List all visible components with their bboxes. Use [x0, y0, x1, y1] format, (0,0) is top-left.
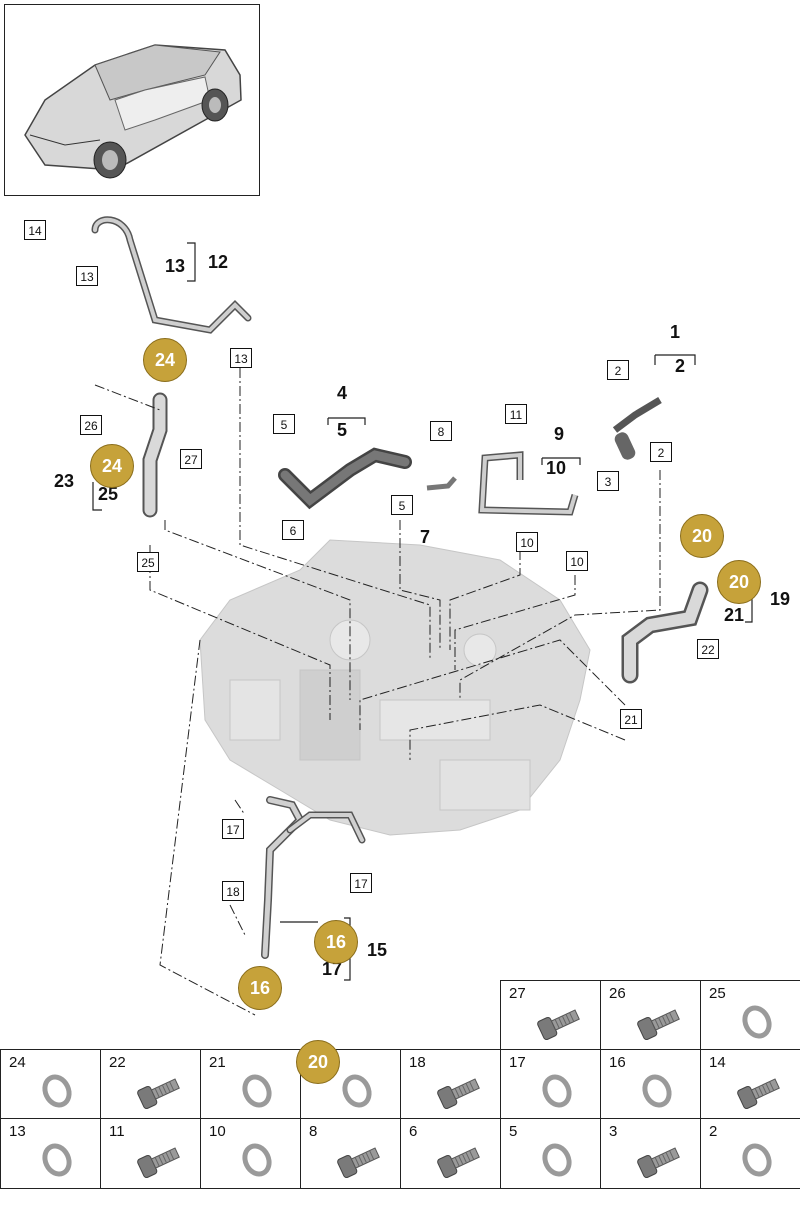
- highlight-badge: 16: [238, 966, 282, 1010]
- part-number: 17: [509, 1054, 526, 1071]
- part-cell: 21: [200, 1049, 301, 1120]
- part-number: 8: [309, 1123, 318, 1140]
- assembly-label: 25: [98, 484, 119, 504]
- callout-box: 3: [597, 471, 619, 491]
- part-number: 13: [9, 1123, 26, 1140]
- callout-box: 2: [650, 442, 672, 462]
- callout-box: 8: [430, 421, 452, 441]
- part-cell: 25: [700, 980, 800, 1051]
- highlight-badge: 20: [717, 560, 761, 604]
- o-ring-icon: [737, 1000, 777, 1044]
- part-number: 21: [209, 1054, 226, 1071]
- part-cell: 2: [700, 1118, 800, 1189]
- assembly-label: 2: [675, 356, 686, 376]
- assembly-label: 13: [165, 256, 186, 276]
- assembly-label: 9: [554, 424, 565, 444]
- part-number: 18: [409, 1054, 426, 1071]
- callout-box: 17: [350, 873, 372, 893]
- callout-box: 25: [137, 552, 159, 572]
- o-ring-icon: [337, 1069, 377, 1113]
- highlight-badge: 20: [680, 514, 724, 558]
- part-cell: 10: [200, 1118, 301, 1189]
- callout-box: 13: [76, 266, 98, 286]
- part-cell: 16: [600, 1049, 701, 1120]
- part-number: 26: [609, 985, 626, 1002]
- part-cell: 3: [600, 1118, 701, 1189]
- assembly-label: 23: [54, 471, 75, 491]
- engine-block-icon: [199, 539, 591, 836]
- o-ring-icon: [37, 1138, 77, 1182]
- assembly-label: 12: [208, 252, 229, 272]
- callout-box: 2: [607, 360, 629, 380]
- callout-box: 5: [391, 495, 413, 515]
- part-number: 25: [709, 985, 726, 1002]
- callout-box: 11: [505, 404, 527, 424]
- part-cell: 22: [100, 1049, 201, 1120]
- part-cell: 17: [500, 1049, 601, 1120]
- callout-box: 26: [80, 415, 102, 435]
- assembly-label: 15: [367, 940, 388, 960]
- part-number: 3: [609, 1123, 618, 1140]
- callout-box: 5: [273, 414, 295, 434]
- callout-box: 6: [282, 520, 304, 540]
- assembly-label: 21: [724, 605, 745, 625]
- o-ring-icon: [737, 1138, 777, 1182]
- callout-box: 13: [230, 348, 252, 368]
- suv-illustration-icon: [24, 44, 242, 179]
- part-cell: 13: [0, 1118, 101, 1189]
- highlight-badge: 24: [143, 338, 187, 382]
- part-number: 14: [709, 1054, 726, 1071]
- part-number: 6: [409, 1123, 418, 1140]
- callout-box: 18: [222, 881, 244, 901]
- o-ring-icon: [537, 1069, 577, 1113]
- part-number: 22: [109, 1054, 126, 1071]
- part-cell: 14: [700, 1049, 800, 1120]
- part-number: 5: [509, 1123, 518, 1140]
- assembly-label: 19: [770, 589, 791, 609]
- o-ring-icon: [537, 1138, 577, 1182]
- part-number: 16: [609, 1054, 626, 1071]
- assembly-label: 17: [322, 959, 343, 979]
- callout-box: 22: [697, 639, 719, 659]
- o-ring-icon: [637, 1069, 677, 1113]
- callout-box: 17: [222, 819, 244, 839]
- part-cell: 24: [0, 1049, 101, 1120]
- part-cell: 27: [500, 980, 601, 1051]
- part-cell: 8: [300, 1118, 401, 1189]
- highlight-badge: 20: [296, 1040, 340, 1084]
- assembly-label: 5: [337, 420, 348, 440]
- callout-box: 10: [516, 532, 538, 552]
- callout-box: 21: [620, 709, 642, 729]
- part-cell: 11: [100, 1118, 201, 1189]
- part-number: 2: [709, 1123, 718, 1140]
- vehicle-thumbnail: [4, 4, 260, 196]
- highlight-badge: 24: [90, 444, 134, 488]
- assembly-label: 10: [546, 458, 567, 478]
- o-ring-icon: [237, 1138, 277, 1182]
- callout-box: 10: [566, 551, 588, 571]
- part-cell: 6: [400, 1118, 501, 1189]
- part-cell: 18: [400, 1049, 501, 1120]
- o-ring-icon: [237, 1069, 277, 1113]
- callout-box: 14: [24, 220, 46, 240]
- callout-box: 27: [180, 449, 202, 469]
- assembly-label: 4: [337, 383, 348, 403]
- part-number: 24: [9, 1054, 26, 1071]
- o-ring-icon: [37, 1069, 77, 1113]
- part-cell: 5: [500, 1118, 601, 1189]
- part-number: 10: [209, 1123, 226, 1140]
- highlight-badge: 16: [314, 920, 358, 964]
- part-cell: 26: [600, 980, 701, 1051]
- assembly-label: 7: [420, 527, 431, 547]
- part-number: 11: [109, 1123, 125, 1140]
- part-number: 27: [509, 985, 526, 1002]
- assembly-label: 1: [670, 322, 681, 342]
